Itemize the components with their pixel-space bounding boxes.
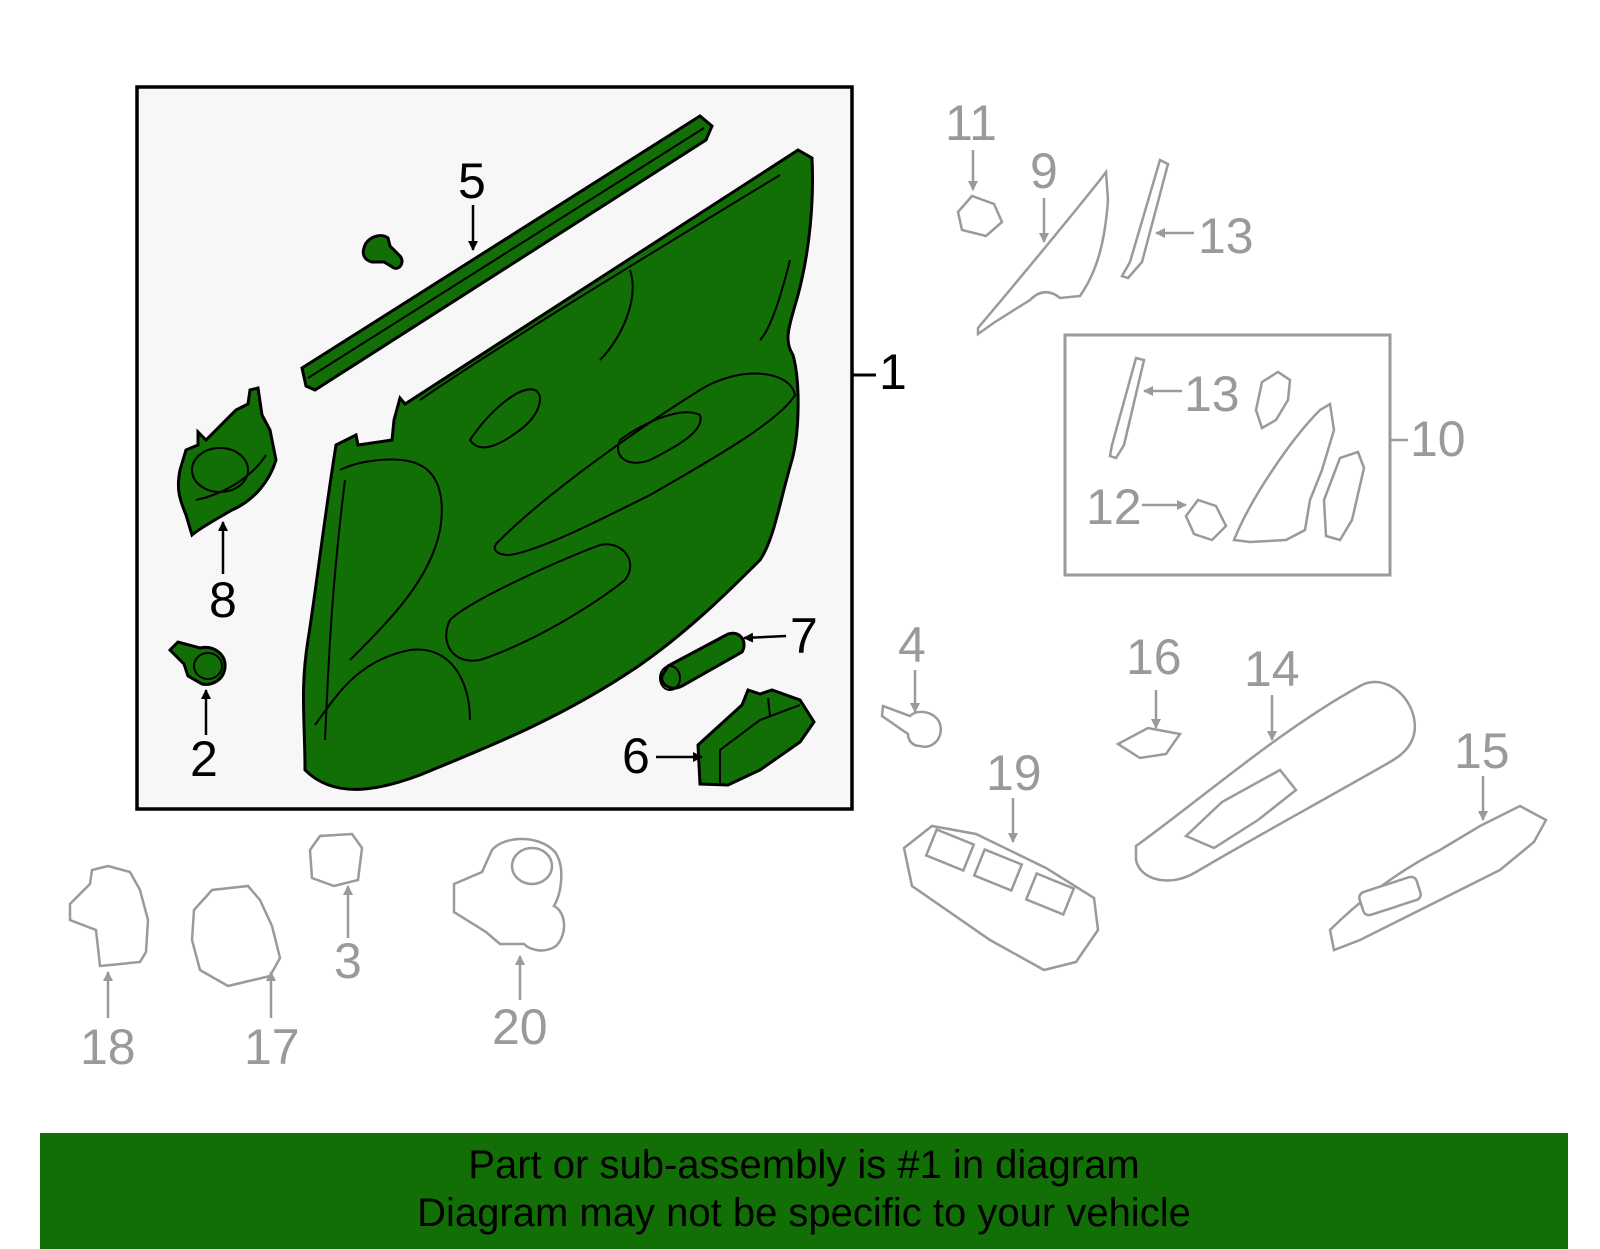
assembly-10-box [1063, 333, 1392, 577]
callout-12: 12 [1086, 479, 1142, 535]
callout-2: 2 [190, 731, 218, 787]
door-trim-panel[interactable] [301, 148, 814, 791]
part-10-bracket[interactable] [1254, 370, 1292, 430]
callout-13a: 13 [1198, 208, 1254, 264]
retainer-clip[interactable] [167, 640, 227, 686]
pull-handle-cup[interactable] [696, 688, 816, 787]
callout-7-arrow [743, 632, 787, 643]
inner-handle-bezel[interactable] [176, 386, 278, 538]
part-19-switch-b[interactable] [972, 847, 1024, 893]
info-banner: Part or sub-assembly is #1 in diagram Di… [40, 1133, 1568, 1249]
trim-clip-top[interactable] [361, 234, 404, 270]
part-17-switch[interactable] [190, 884, 282, 988]
info-banner-bg [40, 1133, 1568, 1249]
callout-5: 5 [458, 153, 486, 209]
banner-line-2: Diagram may not be specific to your vehi… [417, 1191, 1191, 1235]
callout-18: 18 [80, 1019, 136, 1075]
part-12-clip[interactable] [1184, 498, 1228, 542]
part-19-switch-a[interactable] [924, 827, 976, 873]
part-13-strip-lower[interactable] [1108, 356, 1146, 460]
part-13-strip-upper[interactable] [1120, 158, 1170, 280]
part-20-knob-ring [510, 846, 554, 886]
callout-9: 9 [1030, 143, 1058, 199]
part-9-bezel[interactable] [976, 168, 1110, 337]
part-15-switch-panel[interactable] [1358, 875, 1422, 917]
callout-15: 15 [1454, 723, 1510, 779]
part-4-screw[interactable] [880, 704, 943, 749]
callout-7: 7 [790, 608, 818, 664]
part-16-pad[interactable] [1115, 726, 1183, 760]
callout-14: 14 [1244, 641, 1300, 697]
part-18-switch[interactable] [68, 864, 150, 968]
part-10-handle[interactable] [1322, 450, 1366, 542]
part-15-finisher[interactable] [1328, 804, 1548, 952]
callout-4: 4 [898, 617, 926, 673]
banner-line-1: Part or sub-assembly is #1 in diagram [468, 1143, 1140, 1187]
callout-8: 8 [209, 572, 237, 628]
callout-1: 1 [879, 344, 907, 400]
callout-19: 19 [986, 745, 1042, 801]
callout-16: 16 [1126, 629, 1182, 685]
part-14-opening[interactable] [1183, 768, 1298, 850]
callout-3: 3 [334, 933, 362, 989]
belt-molding-strip[interactable] [300, 114, 714, 392]
cap-cylinder[interactable] [659, 631, 746, 691]
callout-11: 11 [945, 95, 997, 151]
callout-6: 6 [622, 728, 650, 784]
callout-10: 10 [1410, 411, 1466, 467]
callout-13b: 13 [1184, 366, 1240, 422]
part-11-clip[interactable] [956, 194, 1004, 238]
callout-20: 20 [492, 999, 548, 1055]
part-3-switch[interactable] [308, 832, 364, 888]
part-10-bezel[interactable] [1232, 401, 1336, 544]
part-19-switch-c[interactable] [1024, 871, 1076, 917]
callout-17: 17 [244, 1019, 300, 1075]
